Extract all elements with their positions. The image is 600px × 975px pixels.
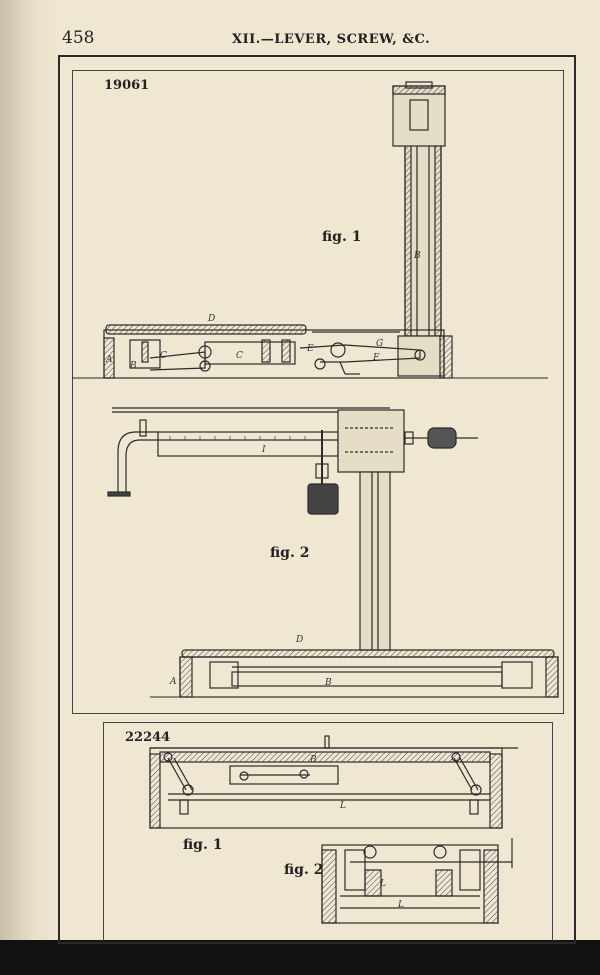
bottom-fig2-end-section	[321, 838, 513, 924]
patent-figure-top	[72, 70, 564, 714]
fig2-caption-bottom: fig. 2	[284, 862, 324, 878]
svg-text:L: L	[397, 900, 404, 910]
svg-text:A: A	[105, 355, 113, 365]
svg-text:A: A	[169, 677, 177, 687]
top-fig1-scale-section	[72, 81, 548, 379]
section-title: XII.—LEVER, SCREW, &C.	[232, 32, 431, 47]
illustration-plate	[58, 55, 576, 944]
page-gutter	[0, 0, 60, 940]
patent-figure-bottom	[103, 722, 553, 941]
svg-text:G: G	[376, 339, 383, 349]
bottom-fig1-lever-section	[149, 735, 518, 829]
svg-text:E: E	[306, 344, 314, 354]
svg-text:B: B	[129, 361, 137, 371]
svg-text:D: D	[295, 635, 303, 645]
fig2-caption-top: fig. 2	[270, 545, 310, 561]
engraving-letter-labels: D B A B C C E G F I D A B B L L L	[105, 251, 421, 910]
fig1-caption-bottom: fig. 1	[183, 837, 223, 853]
top-fig2-beam-assembly	[107, 407, 559, 698]
svg-text:L: L	[339, 801, 346, 811]
svg-text:B: B	[413, 251, 421, 261]
svg-text:F: F	[372, 353, 380, 363]
svg-text:I: I	[261, 445, 266, 455]
patent-number-bottom: 22244	[125, 730, 171, 745]
page-number: 458	[62, 28, 95, 48]
patent-number-top: 19061	[104, 78, 150, 93]
svg-text:C: C	[160, 351, 167, 361]
svg-text:B: B	[324, 678, 332, 688]
svg-text:L: L	[379, 879, 386, 889]
engraving-drawing: D B A B C C E G F I D A B B L L L	[72, 81, 559, 924]
svg-text:B: B	[309, 755, 317, 765]
book-page: 458 XII.—LEVER, SCREW, &C. 19061 fig. 1 …	[0, 0, 600, 944]
svg-text:D: D	[207, 314, 215, 324]
fig1-caption-top: fig. 1	[322, 229, 362, 245]
svg-text:C: C	[236, 351, 243, 361]
